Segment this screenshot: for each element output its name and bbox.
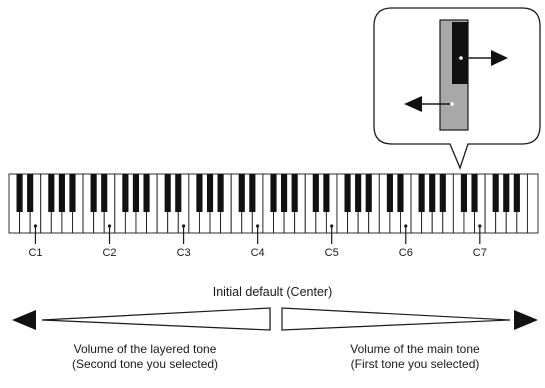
knob-point <box>459 56 463 60</box>
octave-dot <box>181 224 186 228</box>
octave-label-c6: C6 <box>398 247 413 259</box>
black-key <box>175 174 182 212</box>
balance-wedges <box>12 307 538 331</box>
octave-label-c5: C5 <box>324 247 339 259</box>
octave-label-c3: C3 <box>176 247 191 259</box>
black-key <box>503 174 510 212</box>
right-volume-line1: Volume of the main tone <box>350 342 480 356</box>
black-key <box>16 174 23 212</box>
left-volume-caption: Volume of the layered tone (Second tone … <box>20 342 270 372</box>
black-key <box>471 174 478 212</box>
left-wedge <box>41 307 271 331</box>
black-key <box>48 174 55 212</box>
black-key <box>386 174 393 212</box>
black-key <box>122 174 129 212</box>
black-key <box>344 174 351 212</box>
octave-dot <box>478 224 482 228</box>
left-volume-line1: Volume of the layered tone <box>73 342 217 356</box>
right-volume-line2: (First tone you selected) <box>350 357 480 371</box>
black-key <box>270 174 277 212</box>
right-end-arrow-icon <box>514 310 538 330</box>
octave-label-c7: C7 <box>472 247 487 259</box>
black-key <box>418 174 425 212</box>
piano-keyboard <box>8 173 539 234</box>
octave-label-c2: C2 <box>102 247 117 259</box>
black-key <box>217 174 224 212</box>
black-key <box>312 174 319 212</box>
black-key <box>249 174 256 212</box>
right-wedge <box>281 307 511 331</box>
octave-label-c4: C4 <box>250 247 265 259</box>
black-key <box>206 174 214 212</box>
black-key <box>397 174 404 212</box>
black-key <box>323 174 330 212</box>
black-key <box>281 174 288 212</box>
callout-balloon <box>373 7 541 170</box>
left-end-arrow-icon <box>12 310 36 330</box>
octave-dot <box>33 224 38 228</box>
black-key <box>291 174 298 212</box>
black-key <box>365 174 372 212</box>
black-key <box>355 174 362 212</box>
black-key <box>439 174 446 212</box>
octave-label-c1: C1 <box>28 247 43 259</box>
black-key <box>69 174 76 212</box>
octave-dot <box>404 224 408 228</box>
left-volume-line2: (Second tone you selected) <box>71 357 219 371</box>
right-arrow-icon <box>491 50 508 66</box>
left-arrow-icon <box>404 96 422 112</box>
octave-dot <box>107 224 112 228</box>
black-key <box>90 174 97 212</box>
octave-dot <box>256 224 260 228</box>
black-key <box>164 174 171 212</box>
black-key <box>132 174 140 212</box>
black-key <box>460 174 468 212</box>
black-key <box>513 174 520 212</box>
track-point <box>450 102 454 106</box>
octave-dot <box>330 224 334 228</box>
black-key <box>196 174 203 212</box>
slider-knob <box>452 22 468 84</box>
split-point-caption: Initial default (Center) <box>212 285 333 299</box>
black-key <box>429 174 436 212</box>
right-volume-caption: Volume of the main tone (First tone you … <box>290 342 540 372</box>
black-key <box>58 174 65 212</box>
black-key <box>238 174 245 212</box>
black-key <box>27 174 34 212</box>
black-key <box>101 174 108 212</box>
black-key <box>143 174 150 212</box>
white-key <box>526 173 539 234</box>
black-key <box>492 174 499 212</box>
